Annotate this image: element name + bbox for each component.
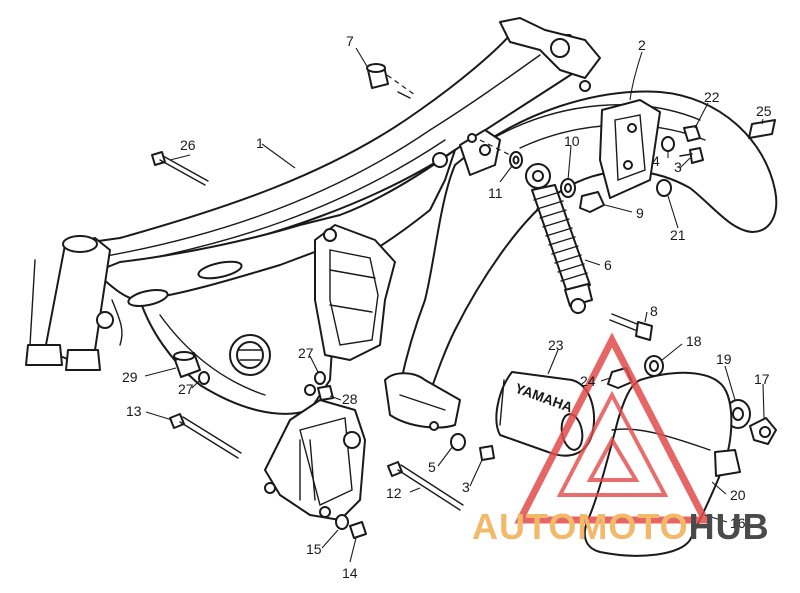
callout-4: 4: [652, 153, 660, 169]
callout-27-lower: 27: [178, 381, 194, 397]
callout-22: 22: [704, 89, 720, 105]
callout-6: 6: [604, 257, 612, 273]
washer-27-upper: [314, 371, 326, 385]
collar-29: [173, 351, 201, 378]
bolt-3-lower: [479, 445, 495, 461]
callout-9: 9: [636, 205, 644, 221]
watermark-text-auto: AUTOMOTO: [472, 506, 689, 547]
collar-7: [366, 63, 411, 99]
nut-9: [579, 191, 605, 213]
rear-shock-absorber: [525, 163, 593, 314]
callout-2: 2: [638, 37, 646, 53]
callout-7: 7: [346, 33, 354, 49]
watermark-logo: [514, 332, 711, 524]
washer-18: [644, 355, 664, 377]
callout-1: 1: [256, 135, 264, 151]
callout-20: 20: [730, 487, 746, 503]
callout-28: 28: [342, 391, 358, 407]
bolt-8: [609, 313, 653, 341]
callout-12: 12: [386, 485, 402, 501]
bolt-13: [169, 413, 242, 459]
engine-mount-bracket: [264, 399, 366, 521]
callout-18: 18: [686, 333, 702, 349]
nut-22: [683, 125, 701, 142]
callout-24: 24: [580, 373, 596, 389]
callout-17: 17: [754, 371, 770, 387]
leader-lines: [144, 47, 765, 563]
nut-14: [349, 521, 367, 539]
washer-10: [560, 178, 576, 198]
washer-15: [335, 514, 349, 530]
watermark-text-hub: HUB: [688, 506, 770, 547]
tag-25: [748, 119, 776, 139]
bolt-3-upper: [679, 147, 704, 164]
washer-5: [450, 433, 466, 451]
callout-11: 11: [488, 185, 503, 201]
callout-27-upper: 27: [298, 345, 314, 361]
grommet-21: [656, 179, 672, 197]
washer-4: [661, 136, 675, 152]
callout-3-upper: 3: [674, 159, 682, 175]
callout-19: 19: [716, 351, 732, 367]
callout-26: 26: [180, 137, 196, 153]
callout-25: 25: [756, 103, 772, 119]
callout-13: 13: [126, 403, 142, 419]
bolt-12: [387, 461, 464, 511]
callout-23: 23: [548, 337, 564, 353]
knob-17: [749, 417, 777, 445]
callout-numbers: 1 2 3 3 4 5 6 7 8 9 10 11 12 13 14 15 16…: [122, 33, 772, 581]
callout-5: 5: [428, 459, 436, 475]
bolt-26: [151, 151, 209, 186]
callout-3-lower: 3: [462, 479, 470, 495]
callout-14: 14: [342, 565, 358, 581]
main-frame: [25, 17, 601, 415]
yamaha-emblem: YAMAHA: [495, 371, 595, 457]
callout-16: 16: [730, 515, 746, 531]
fender-bracket: [599, 99, 661, 199]
washer-27-lower: [198, 371, 210, 385]
nut-28: [317, 385, 334, 401]
callout-10: 10: [564, 133, 580, 149]
callout-8: 8: [650, 303, 658, 319]
watermark-text: AUTOMOTOHUB: [472, 506, 770, 548]
callout-21: 21: [670, 227, 686, 243]
washer-11: [509, 151, 523, 169]
callout-29: 29: [122, 369, 138, 385]
callout-15: 15: [306, 541, 322, 557]
